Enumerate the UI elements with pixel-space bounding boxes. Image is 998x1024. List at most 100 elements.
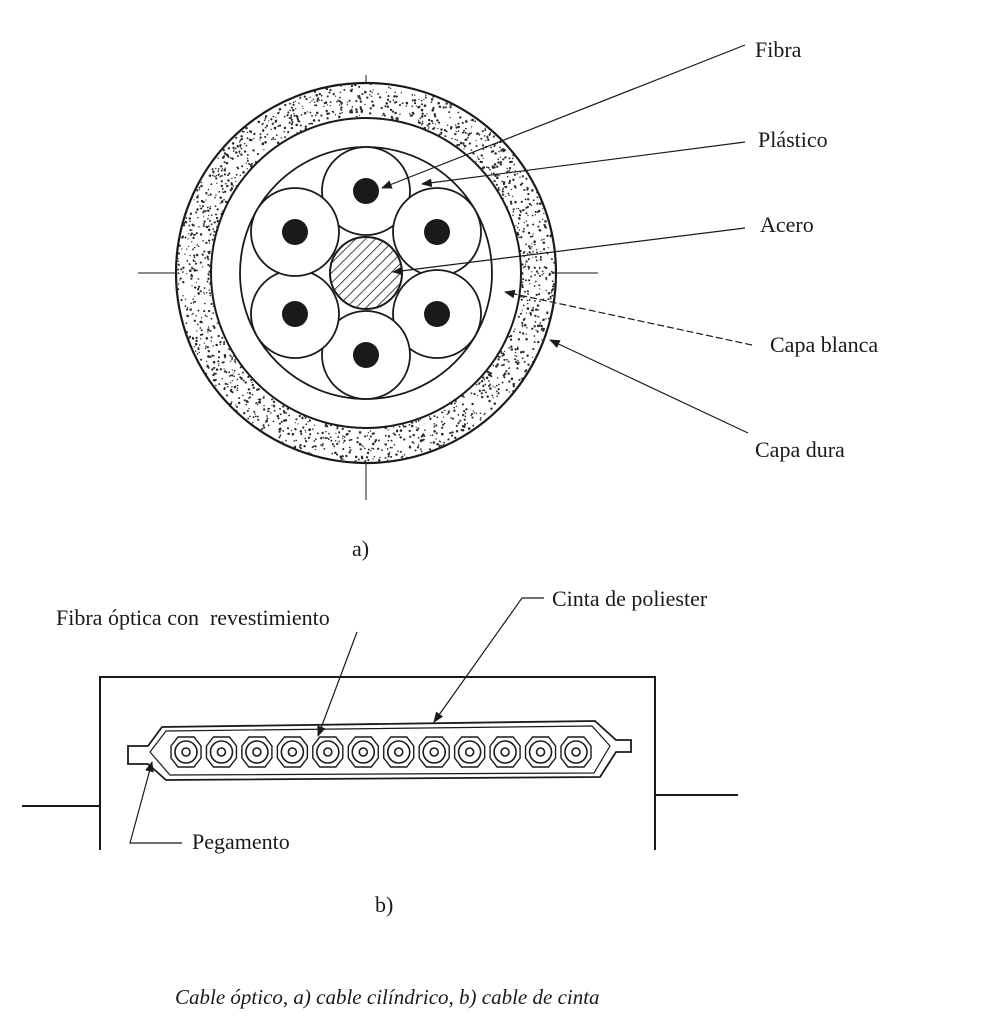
stipple-dot [355, 100, 358, 103]
stipple-dot [499, 161, 502, 164]
stipple-dot [495, 390, 498, 393]
stipple-dot [355, 108, 358, 111]
fiber-core [287, 747, 298, 757]
stipple-dot [336, 101, 338, 103]
stipple-dot [539, 322, 542, 324]
stipple-dot [223, 341, 226, 343]
stipple-dot [260, 428, 264, 431]
stipple-dot [234, 385, 237, 387]
stipple-dot [337, 99, 339, 101]
stipple-dot [207, 309, 211, 313]
stipple-dot [223, 387, 226, 389]
stipple-dot [294, 445, 297, 448]
stipple-dot [240, 153, 243, 156]
stipple-dot [229, 360, 232, 362]
stipple-dot [386, 448, 389, 450]
stipple-dot [523, 188, 526, 192]
fiber-core [353, 178, 379, 204]
stipple-dot [430, 98, 434, 101]
stipple-dot [207, 239, 211, 242]
stipple-dot [508, 167, 512, 170]
stipple-dot [208, 225, 210, 228]
stipple-dot [338, 104, 341, 106]
label-cinta: Cinta de poliester [552, 586, 708, 611]
stipple-dot [212, 234, 215, 236]
stipple-dot [544, 266, 548, 270]
stipple-dot [286, 427, 290, 430]
stipple-dot [186, 330, 188, 333]
stipple-dot [325, 87, 329, 91]
stipple-dot [271, 122, 274, 125]
stipple-dot [217, 360, 220, 363]
stipple-dot [278, 422, 281, 425]
stipple-dot [231, 358, 233, 361]
stipple-dot [466, 133, 468, 135]
stipple-dot [193, 254, 196, 257]
stipple-dot [336, 453, 339, 456]
stipple-dot [196, 208, 199, 211]
stipple-dot [536, 315, 538, 318]
stipple-dot [462, 142, 465, 145]
stipple-dot [367, 459, 370, 462]
stipple-dot [258, 400, 262, 404]
stipple-dot [421, 122, 424, 125]
stipple-dot [231, 142, 235, 145]
stipple-dot [440, 420, 443, 423]
stipple-dot [544, 220, 547, 223]
stipple-dot [194, 295, 196, 297]
stipple-dot [463, 409, 466, 413]
stipple-dot [545, 318, 547, 320]
stipple-dot [357, 95, 359, 97]
stipple-dot [541, 274, 544, 276]
stipple-dot [237, 155, 239, 157]
stipple-dot [349, 449, 352, 452]
stipple-dot [539, 275, 541, 277]
stipple-dot [240, 377, 243, 380]
stipple-dot [386, 459, 389, 462]
stipple-dot [190, 232, 193, 235]
stipple-dot [361, 92, 364, 96]
stipple-dot [521, 309, 523, 311]
stipple-dot [199, 205, 201, 207]
stipple-dot [206, 280, 209, 283]
stipple-dot [329, 101, 332, 103]
stipple-dot [483, 378, 486, 381]
stipple-dot [358, 442, 362, 446]
stipple-dot [223, 173, 227, 176]
stipple-dot [194, 263, 197, 265]
stipple-dot [305, 423, 308, 426]
stipple-dot [458, 143, 461, 146]
stipple-dot [324, 101, 327, 104]
stipple-dot [524, 370, 527, 373]
stipple-dot [200, 358, 203, 361]
stipple-dot [372, 458, 374, 460]
stipple-dot [508, 367, 511, 369]
stipple-dot [439, 441, 442, 443]
stipple-dot [184, 236, 187, 239]
stipple-dot [238, 152, 241, 154]
stipple-dot [208, 214, 210, 217]
stipple-dot [494, 167, 496, 169]
stipple-dot [294, 422, 296, 424]
stipple-dot [459, 141, 463, 145]
stipple-dot [231, 177, 233, 180]
stipple-dot [395, 430, 399, 433]
stipple-dot [207, 194, 209, 196]
stipple-dot [440, 131, 443, 135]
stipple-dot [372, 89, 374, 91]
stipple-dot [449, 127, 452, 130]
stipple-dot [522, 273, 524, 275]
stipple-dot [434, 123, 436, 125]
leader-cinta [433, 597, 544, 723]
stipple-dot [519, 211, 522, 213]
stipple-dot [205, 199, 207, 201]
stipple-dot [543, 238, 545, 241]
cylindrical-cable-figure: Fibra Plástico Acero Capa blanca Capa du… [138, 37, 878, 561]
stipple-dot [286, 114, 289, 117]
stipple-dot [370, 95, 373, 98]
stipple-dot [389, 446, 392, 449]
stipple-dot [527, 245, 531, 248]
stipple-dot [482, 376, 485, 379]
stipple-dot [443, 129, 447, 132]
stipple-dot [224, 167, 227, 169]
